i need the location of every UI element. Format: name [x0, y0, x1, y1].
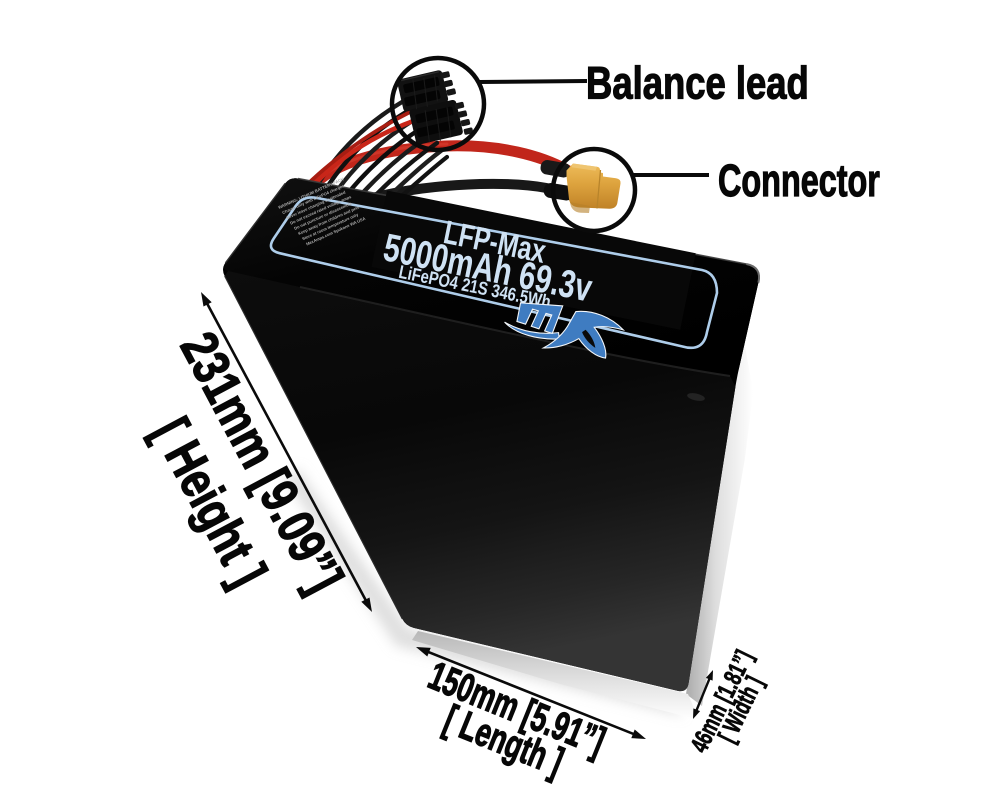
- svg-text:Balance lead: Balance lead: [586, 58, 809, 109]
- svg-text:Connector: Connector: [718, 157, 880, 206]
